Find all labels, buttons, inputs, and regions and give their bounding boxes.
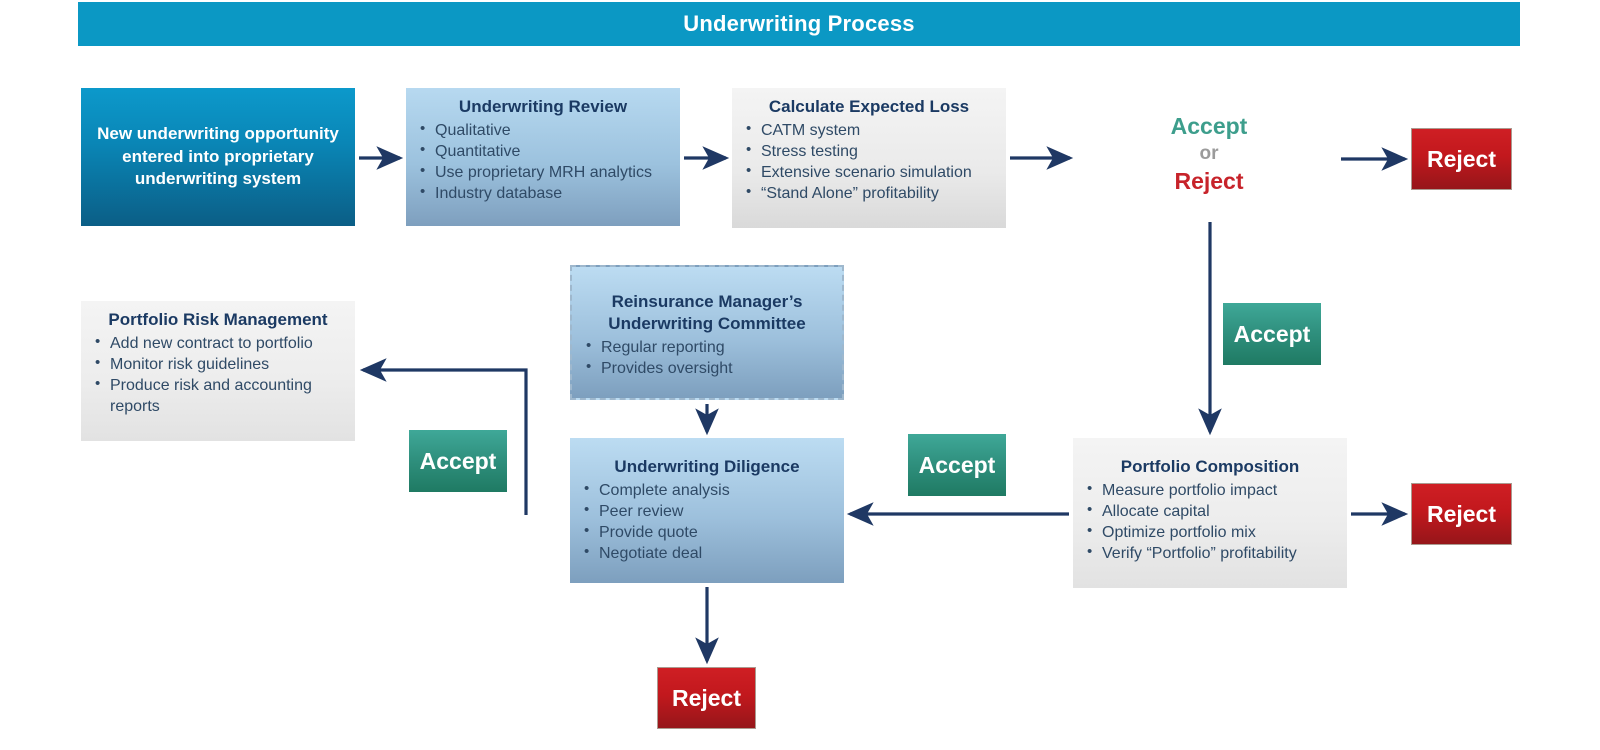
list-item: Provides oversight xyxy=(582,357,832,379)
list-item: Allocate capital xyxy=(1083,500,1337,522)
list-item: Quantitative xyxy=(416,140,670,162)
list-item: “Stand Alone” profitability xyxy=(742,182,996,204)
list-item: Peer review xyxy=(580,500,834,522)
decision-accept-or-reject: Accept or Reject xyxy=(1128,112,1290,196)
list-item: Verify “Portfolio” profitability xyxy=(1083,542,1337,564)
box-title: Calculate Expected Loss xyxy=(768,97,970,116)
list-item: Industry database xyxy=(416,182,670,204)
list-item: Monitor risk guidelines xyxy=(91,353,345,375)
reject-chip-right[interactable]: Reject xyxy=(1411,483,1512,545)
chip-label: Accept xyxy=(419,447,497,474)
chip-label: Reject xyxy=(1426,145,1497,172)
accept-chip-right[interactable]: Accept xyxy=(1223,303,1321,365)
decision-reject-label: Reject xyxy=(1174,167,1244,194)
box-bullet-list: Qualitative Quantitative Use proprietary… xyxy=(416,119,670,204)
list-item: CATM system xyxy=(742,119,996,141)
page-title: Underwriting Process xyxy=(683,11,915,36)
list-item: Use proprietary MRH analytics xyxy=(416,161,670,183)
box-title: Portfolio Composition xyxy=(1120,457,1300,476)
box-title: Reinsurance Manager’s Underwriting Commi… xyxy=(608,292,806,333)
list-item: Produce risk and accounting reports xyxy=(91,374,345,417)
accept-chip-left[interactable]: Accept xyxy=(409,430,507,492)
box-bullet-list: Add new contract to portfolio Monitor ri… xyxy=(91,332,345,417)
list-item: Complete analysis xyxy=(580,479,834,501)
list-item: Extensive scenario simulation xyxy=(742,161,996,183)
box-title: Portfolio Risk Management xyxy=(108,310,328,329)
process-box-portfolio-composition[interactable]: Portfolio Composition Measure portfolio … xyxy=(1073,438,1347,588)
box-bullet-list: Regular reporting Provides oversight xyxy=(582,335,832,379)
process-box-reinsurance-underwriting-committee[interactable]: Reinsurance Manager’s Underwriting Commi… xyxy=(570,265,844,400)
list-item: Optimize portfolio mix xyxy=(1083,521,1337,543)
list-item: Add new contract to portfolio xyxy=(91,332,345,354)
process-box-underwriting-review[interactable]: Underwriting Review Qualitative Quantita… xyxy=(406,88,680,226)
box-title: Underwriting Review xyxy=(458,97,628,116)
process-box-calculate-expected-loss[interactable]: Calculate Expected Loss CATM system Stre… xyxy=(732,88,1006,228)
reject-chip-bottom[interactable]: Reject xyxy=(657,667,756,729)
process-box-portfolio-risk-management[interactable]: Portfolio Risk Management Add new contra… xyxy=(81,301,355,441)
decision-or-label: or xyxy=(1199,142,1219,164)
list-item: Stress testing xyxy=(742,140,996,162)
box-bullet-list: Complete analysis Peer review Provide qu… xyxy=(580,479,834,564)
box-bullet-list: CATM system Stress testing Extensive sce… xyxy=(742,119,996,204)
list-item: Measure portfolio impact xyxy=(1083,479,1337,501)
process-box-underwriting-diligence[interactable]: Underwriting Diligence Complete analysis… xyxy=(570,438,844,583)
box-title: Underwriting Diligence xyxy=(614,457,800,476)
chip-label: Accept xyxy=(1233,320,1311,347)
chip-label: Reject xyxy=(671,684,742,711)
reject-chip-top-right[interactable]: Reject xyxy=(1411,128,1512,190)
accept-chip-middle[interactable]: Accept xyxy=(908,434,1006,496)
process-box-new-underwriting-opportunity[interactable]: New underwriting opportunity entered int… xyxy=(81,88,355,226)
decision-accept-label: Accept xyxy=(1170,113,1248,139)
list-item: Qualitative xyxy=(416,119,670,141)
list-item: Negotiate deal xyxy=(580,542,834,564)
list-item: Regular reporting xyxy=(582,335,832,358)
list-item: Provide quote xyxy=(580,521,834,543)
page-title-bar: Underwriting Process xyxy=(78,2,1520,46)
start-box-text: New underwriting opportunity entered int… xyxy=(97,124,339,189)
chip-label: Accept xyxy=(918,451,996,478)
chip-label: Reject xyxy=(1426,500,1497,527)
box-bullet-list: Measure portfolio impact Allocate capita… xyxy=(1083,479,1337,564)
